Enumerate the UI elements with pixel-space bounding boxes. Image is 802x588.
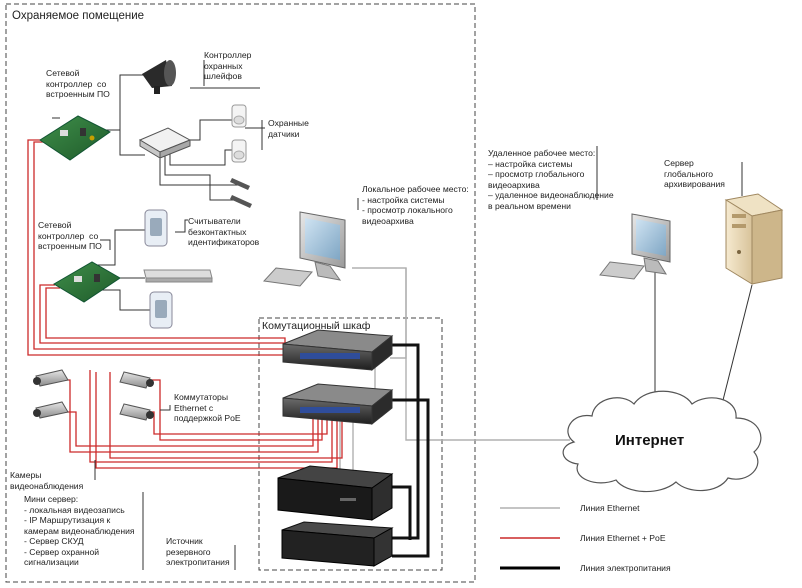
ups-icon — [281, 521, 394, 567]
mini-server-icon — [277, 465, 394, 521]
controller-board-icon — [39, 115, 111, 161]
ups-label: Источник резервного электропитания — [166, 536, 230, 567]
motion-sensor-icon — [231, 104, 247, 163]
cameras-label: Камеры видеонаблюдения — [10, 470, 84, 491]
switch-cabinet-boundary — [258, 317, 443, 571]
loop-controller-icon — [138, 127, 192, 159]
poe-switches-label: Коммутаторы Ethernet с поддержкой PoE — [174, 392, 241, 423]
legend-ethernet-label: Линия Ethernet — [580, 503, 640, 513]
workstation-icon — [599, 213, 671, 280]
protected-room-boundary — [5, 3, 476, 583]
legend — [500, 507, 560, 570]
remote-workstation-label: Удаленное рабочее место: – настройка сис… — [488, 148, 614, 211]
local-workstation-label: Локальное рабочее место: - настройка сис… — [362, 184, 469, 226]
cloud-icon — [562, 390, 762, 493]
ip-camera-icon — [33, 401, 69, 419]
ethernet-lines — [339, 267, 570, 480]
power-lines — [378, 343, 430, 558]
network-switch-icon — [282, 383, 394, 426]
ip-camera-icon — [119, 403, 154, 421]
network-switch-icon — [282, 329, 394, 372]
siren-icon — [142, 60, 176, 94]
card-readers-label: Считыватели безконтактных идентификаторо… — [188, 216, 260, 247]
legend-poe-label: Линия Ethernet + PoE — [580, 533, 666, 543]
switch-cabinet-title: Комутационный шкаф — [262, 320, 371, 332]
workstation-icon — [262, 211, 346, 287]
legend-power-label: Линия электропитания — [580, 563, 671, 573]
server-tower-icon — [724, 193, 784, 285]
global-server-label: Сервер глобального архивирования — [664, 158, 725, 189]
net-controller-2-label: Сетевой контроллер со встроенным ПО — [38, 220, 102, 251]
ip-camera-icon — [119, 371, 154, 389]
mini-server-label: Мини сервер: - локальная видеозапись - I… — [24, 494, 135, 567]
net-controller-1-label: Сетевой контроллер со встроенным ПО — [46, 68, 110, 99]
magnetic-lock-icon — [143, 269, 213, 283]
security-sensors-label: Охранные датчики — [268, 118, 309, 139]
door-contact-icon — [230, 178, 252, 208]
internet-label: Интернет — [615, 432, 685, 449]
loop-controller-label: Контроллер охранных шлейфов — [204, 50, 252, 81]
protected-room-title: Охраняемое помещение — [12, 10, 145, 22]
ip-camera-icon — [33, 369, 69, 387]
card-reader-icon — [144, 209, 173, 329]
controller-board-icon — [53, 261, 121, 303]
